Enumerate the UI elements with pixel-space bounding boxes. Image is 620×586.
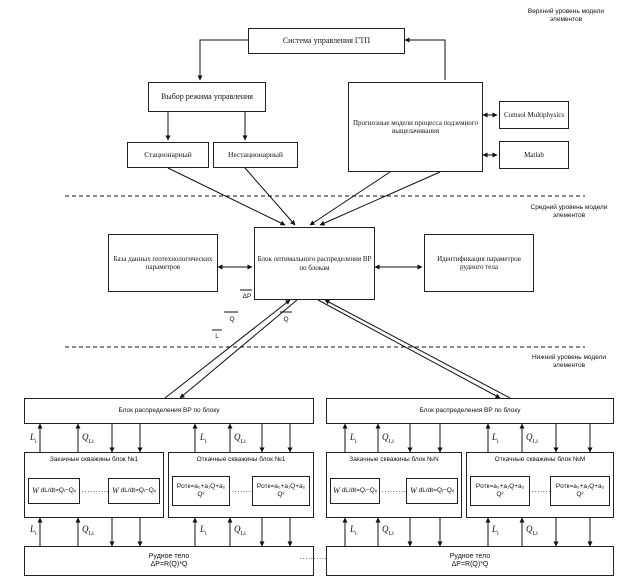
link-label-q2: Q xyxy=(283,316,289,323)
left-pumping-title: Откачные скважины блок №1 xyxy=(196,456,286,463)
pump-eq-c: Pотк=a₀+a₁Q+a₂ xyxy=(256,483,306,491)
right-L-top-2: Li xyxy=(492,432,499,445)
left-Q-bot-1: QLi xyxy=(82,524,94,537)
left-inj-dots: ........... xyxy=(82,486,113,494)
pump-eq-a: Pотк=a₀+a₁Q+a₂ xyxy=(176,483,226,491)
mode-select-block: Выбор режима управления xyxy=(148,82,266,112)
right-pump-eq-2: Pотк=a₀+a₁Q+a₂ Q² xyxy=(550,476,610,506)
optimal-distribution-block: Блок оптимального распределения ВР по бл… xyxy=(254,227,375,300)
left-pump-eq-1: Pотк=a₀+a₁Q+a₂ Q² xyxy=(172,476,230,506)
level-label-middle: Средний уровень модели элементов xyxy=(530,204,608,219)
right-ore-eq: ΔP=R(Q)*Q xyxy=(451,561,489,568)
left-injection-title: Закачные скважины блок №1 xyxy=(49,456,139,463)
link-label-q1: Q xyxy=(229,316,235,323)
right-Q-bot-2: QLi xyxy=(526,524,538,537)
left-distribution-block: Блок распределения ВР по блоку xyxy=(24,398,314,424)
r-pump-eq-c: Pотк=a₀+a₁Q+a₂ xyxy=(555,483,605,491)
eq-frac-2: dL/dt xyxy=(120,487,136,495)
comsol-block: Comsol Multiphysics xyxy=(499,101,569,129)
right-pumping-title: Откачные скважины блок №M xyxy=(494,456,586,463)
r-pump-eq-a: Pотк=a₀+a₁Q+a₂ xyxy=(475,483,525,491)
r-eq-rhs-2: =Qᵢ−Qᵢᵢ xyxy=(433,487,454,495)
right-L-bot-1: Li xyxy=(350,524,357,537)
eq-w: W xyxy=(32,486,39,496)
right-Q-top-2: QLi xyxy=(526,432,538,445)
left-Q-bot-2: QLi xyxy=(234,524,246,537)
left-ore-eq: ΔP=R(Q)*Q xyxy=(150,561,188,568)
r-eq-w-2: W xyxy=(410,486,417,496)
left-L-bot-2: Li xyxy=(200,524,207,537)
left-pump-dots: ........... xyxy=(232,486,263,494)
right-pump-dots: ........... xyxy=(532,486,563,494)
right-Q-top-1: QLi xyxy=(382,432,394,445)
right-L-top-1: Li xyxy=(350,432,357,445)
right-Q-bot-1: QLi xyxy=(382,524,394,537)
eq-rhs: =Qᵢ−Qᵢᵢ xyxy=(55,487,76,495)
right-inj-eq-1: W dL/dt=Qᵢ−Qᵢᵢ xyxy=(330,478,380,504)
left-ore-title: Рудное тело xyxy=(148,552,190,560)
pump-eq-b: Q² xyxy=(197,491,205,498)
left-Q-top-2: QLi xyxy=(234,432,246,445)
r-pump-eq-d: Q² xyxy=(576,491,584,498)
ore-identification-block: Идентификация параметров рудного тела xyxy=(424,234,534,292)
right-ore-block: Рудное тело ΔP=R(Q)*Q xyxy=(326,546,614,576)
eq-rhs-2: =Qᵢ−Qᵢᵢ xyxy=(135,487,156,495)
r-eq-frac-2: dL/dt xyxy=(418,487,434,495)
nonstationary-block: Нестационарный xyxy=(213,142,298,168)
left-ore-block: Рудное тело ΔP=R(Q)*Q xyxy=(24,546,314,576)
level-label-top: Верхний уровень модели элементов xyxy=(527,8,605,23)
eq-frac: dL/dt xyxy=(40,487,56,495)
middle-dots: ........... xyxy=(300,553,331,561)
right-distribution-block: Блок распределения ВР по блоку xyxy=(326,398,614,424)
matlab-block: Matlab xyxy=(499,141,569,169)
left-Q-top-1: QLi xyxy=(82,432,94,445)
right-inj-eq-2: W dL/dt=Qᵢ−Qᵢᵢ xyxy=(406,478,458,504)
r-eq-w: W xyxy=(333,486,340,496)
right-injection-title: Закачные скважины блок №N xyxy=(349,456,439,463)
stationary-block: Стационарный xyxy=(127,142,209,168)
control-system-block: Система управления ГТП xyxy=(248,28,405,54)
r-pump-eq-b: Q² xyxy=(496,491,504,498)
level-label-bottom: Нижний уровень модели элементов xyxy=(531,354,607,369)
pump-eq-d: Q² xyxy=(277,491,285,498)
left-L-top-1: Li xyxy=(30,432,37,445)
left-pump-eq-2: Pотк=a₀+a₁Q+a₂ Q² xyxy=(252,476,310,506)
link-label-dp: ΔP xyxy=(242,293,252,300)
left-L-top-2: Li xyxy=(200,432,207,445)
link-label-l: L xyxy=(215,333,219,340)
right-inj-dots: ........... xyxy=(382,486,413,494)
eq-w-2: W xyxy=(112,486,119,496)
forecast-models-block: Прогнозные модели процесса подземного вы… xyxy=(348,82,483,172)
r-eq-rhs: =Qᵢ−Qᵢᵢ xyxy=(356,487,377,495)
right-L-bot-2: Li xyxy=(492,524,499,537)
left-inj-eq-2: W dL/dt=Qᵢ−Qᵢᵢ xyxy=(108,478,160,504)
right-pump-eq-1: Pотк=a₀+a₁Q+a₂ Q² xyxy=(470,476,530,506)
left-L-bot-1: Li xyxy=(30,524,37,537)
left-inj-eq-1: W dL/dt=Qᵢ−Qᵢᵢ xyxy=(28,478,80,504)
geotech-database-block: База данных геотехнологических параметро… xyxy=(108,234,218,292)
right-ore-title: Рудное тело xyxy=(449,552,491,560)
r-eq-frac: dL/dt xyxy=(341,487,357,495)
